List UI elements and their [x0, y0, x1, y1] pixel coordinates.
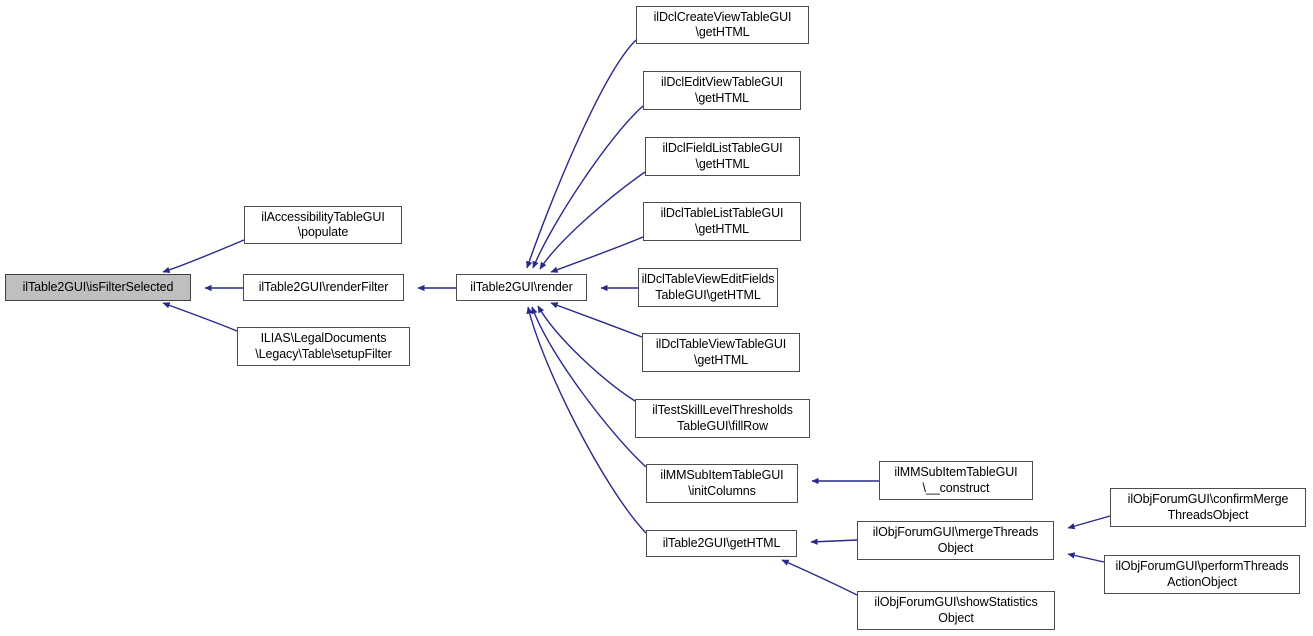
call-edge [550, 302, 643, 338]
call-edge [162, 302, 238, 332]
callgraph-node-isFilterSelected[interactable]: ilTable2GUI\isFilterSelected [5, 274, 191, 301]
call-edge [162, 239, 245, 274]
call-edge [1067, 552, 1105, 563]
callgraph-node-legalSetupFilter[interactable]: ILIAS\LegalDocuments \Legacy\Table\setup… [237, 327, 410, 366]
callgraph-node-renderFilter[interactable]: ilTable2GUI\renderFilter [243, 274, 404, 301]
call-edge [810, 538, 858, 545]
callgraph-node-dclFieldList[interactable]: ilDclFieldListTableGUI \getHTML [645, 137, 800, 176]
callgraph-node-dclEditView[interactable]: ilDclEditViewTableGUI \getHTML [643, 71, 801, 110]
callgraph-node-confirmMergeThreadsObject[interactable]: ilObjForumGUI\confirmMerge ThreadsObject [1110, 488, 1306, 527]
callgraph-node-mmSubItemConstruct[interactable]: ilMMSubItemTableGUI \__construct [879, 461, 1033, 500]
call-edge [1067, 515, 1111, 530]
callgraph-node-dclTableView[interactable]: ilDclTableViewTableGUI \getHTML [642, 333, 800, 372]
callgraph-node-dclTableList[interactable]: ilDclTableListTableGUI \getHTML [643, 202, 801, 241]
callgraph-node-table2GetHTML[interactable]: ilTable2GUI\getHTML [646, 530, 797, 557]
callgraph-node-mmSubItemInitColumns[interactable]: ilMMSubItemTableGUI \initColumns [646, 464, 798, 503]
callgraph-node-mergeThreadsObject[interactable]: ilObjForumGUI\mergeThreads Object [857, 521, 1054, 560]
callgraph-node-accessibilityPopulate[interactable]: ilAccessibilityTableGUI \populate [244, 206, 402, 244]
call-edge [781, 559, 858, 596]
call-edge [531, 306, 647, 468]
call-edge [532, 105, 644, 269]
call-edge [526, 39, 637, 269]
call-edge [539, 171, 646, 270]
call-edge [537, 305, 636, 402]
callgraph-node-testSkillLevel[interactable]: ilTestSkillLevelThresholds TableGUI\fill… [635, 399, 810, 438]
callgraph-node-dclTableViewEditFields[interactable]: ilDclTableViewEditFields TableGUI\getHTM… [638, 268, 778, 307]
callgraph-node-render[interactable]: ilTable2GUI\render [456, 274, 587, 301]
callgraph-node-showStatisticsObject[interactable]: ilObjForumGUI\showStatistics Object [857, 591, 1055, 630]
call-edge [526, 306, 647, 534]
callgraph-node-dclCreateView[interactable]: ilDclCreateViewTableGUI \getHTML [636, 6, 809, 44]
call-edge [550, 236, 644, 273]
callgraph-node-performThreadsActionObject[interactable]: ilObjForumGUI\performThreads ActionObjec… [1104, 555, 1300, 594]
